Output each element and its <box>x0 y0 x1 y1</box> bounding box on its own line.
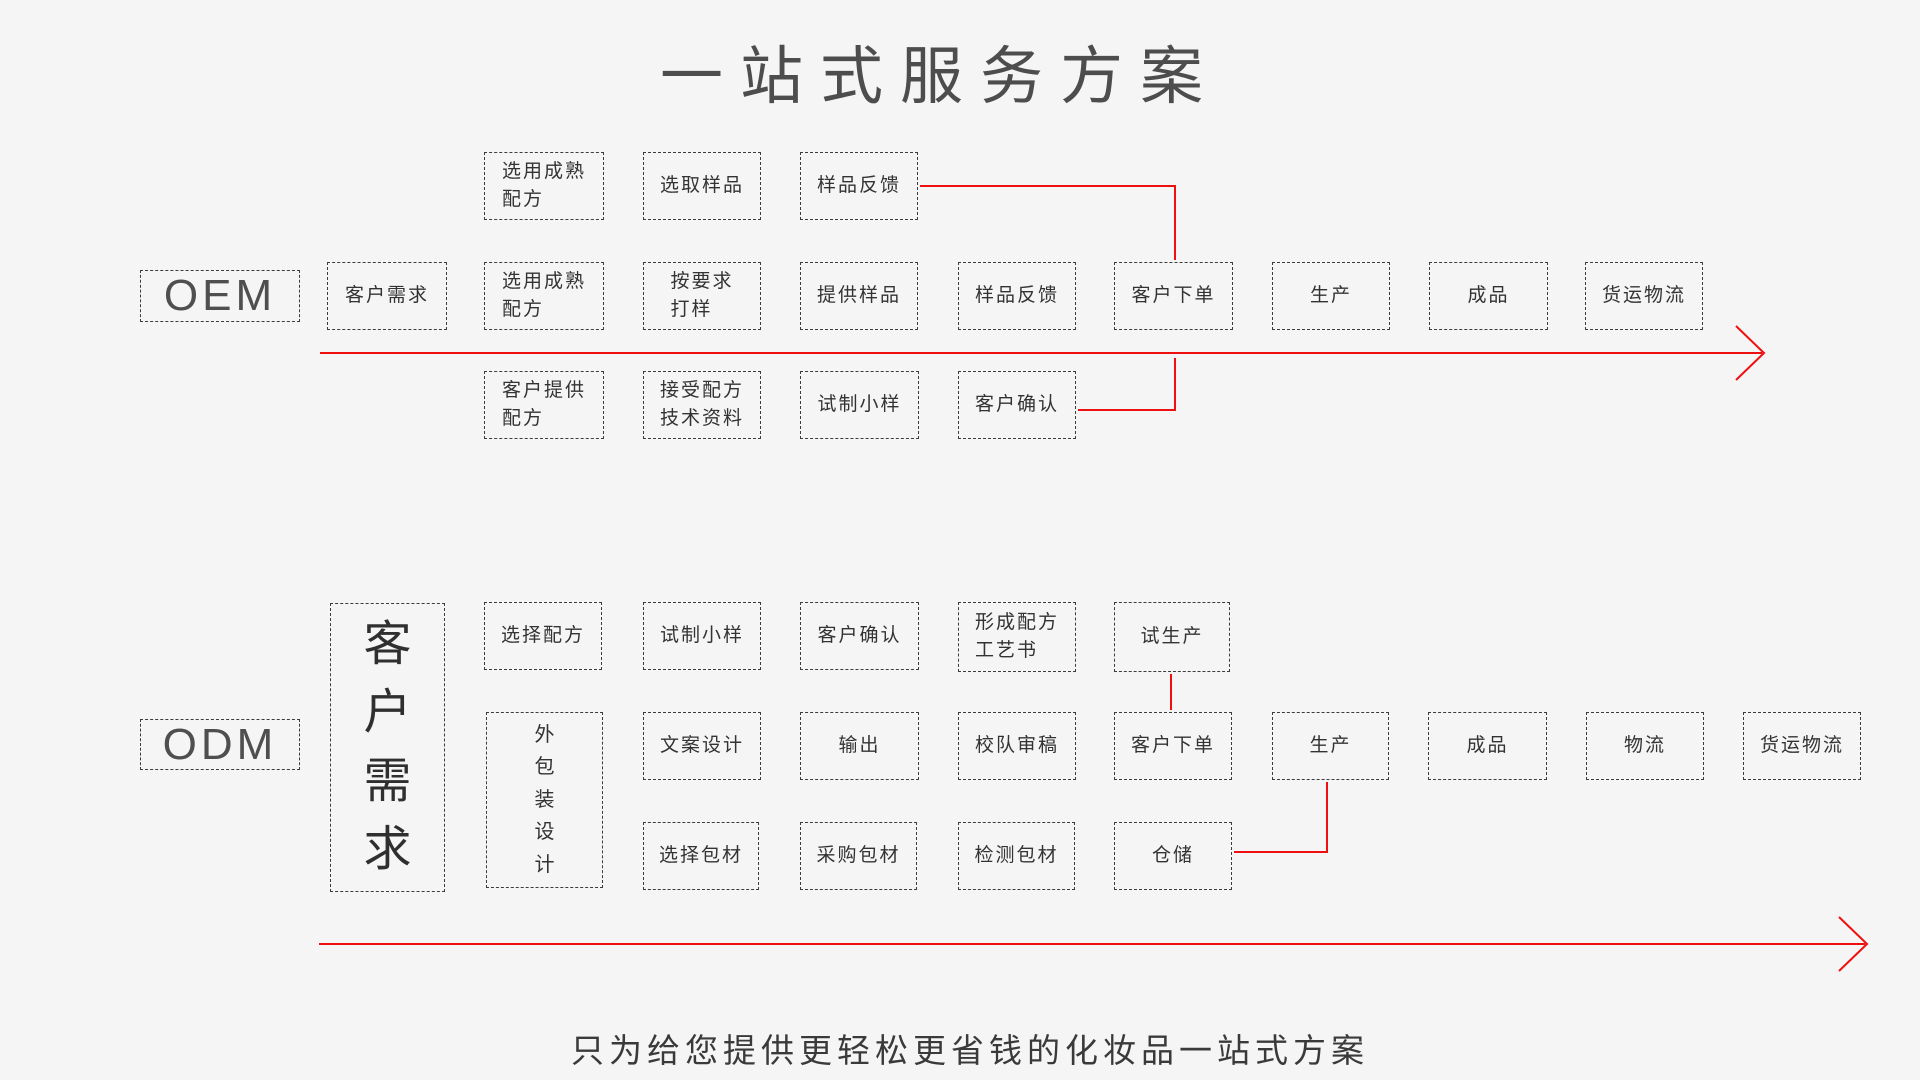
oem-step-customer-confirm: 客户确认 <box>958 371 1076 439</box>
odm-step-choose-formula: 选择配方 <box>484 602 602 670</box>
odm-warehouse-to-production-connector <box>1234 782 1328 853</box>
odm-step-customer-confirm: 客户确认 <box>800 602 919 670</box>
odm-step-warehouse: 仓储 <box>1114 822 1232 890</box>
oem-step-finished-product: 成品 <box>1429 262 1548 330</box>
page-title: 一站式服务方案 <box>660 42 1220 112</box>
oem-step-production: 生产 <box>1272 262 1390 330</box>
odm-step-production: 生产 <box>1272 712 1389 780</box>
odm-step-customer-order: 客户下单 <box>1114 712 1232 780</box>
oem-feedback-to-order-connector <box>920 185 1176 260</box>
oem-step-sample-feedback: 样品反馈 <box>958 262 1076 330</box>
odm-step-formula-process-book: 形成配方 工艺书 <box>958 602 1076 672</box>
oem-step-trial-sample: 试制小样 <box>800 371 919 439</box>
oem-step-freight-logistics: 货运物流 <box>1585 262 1703 330</box>
oem-step-pick-sample: 选取样品 <box>643 152 761 220</box>
oem-step-customer-needs: 客户需求 <box>327 262 447 330</box>
oem-step-customer-order: 客户下单 <box>1114 262 1233 330</box>
odm-step-outer-packaging-design: 外 包 装 设 计 <box>486 712 603 888</box>
oem-section-label: OEM <box>140 270 300 322</box>
oem-step-sampling-on-request: 按要求 打样 <box>643 262 761 330</box>
odm-step-purchase-packaging: 采购包材 <box>800 822 917 890</box>
oem-step-receive-formula-docs: 接受配方 技术资料 <box>643 371 761 439</box>
odm-step-output: 输出 <box>800 712 919 780</box>
odm-flow-arrow <box>319 916 1869 972</box>
odm-step-logistics: 物流 <box>1586 712 1704 780</box>
oem-step-sample-feedback-top: 样品反馈 <box>800 152 918 220</box>
odm-step-inspect-packaging: 检测包材 <box>958 822 1075 890</box>
odm-step-choose-packaging: 选择包材 <box>643 822 759 890</box>
odm-step-trial-sample: 试制小样 <box>643 602 761 670</box>
bottom-caption: 只为给您提供更轻松更省钱的化妆品一站式方案 <box>571 1032 1369 1069</box>
oem-step-mature-formula: 选用成熟 配方 <box>484 262 604 330</box>
odm-step-finished-product: 成品 <box>1428 712 1547 780</box>
odm-section-label: ODM <box>140 719 300 770</box>
oem-step-mature-formula-top: 选用成熟 配方 <box>484 152 604 220</box>
oem-step-customer-provides-formula: 客户提供 配方 <box>484 371 604 439</box>
odm-step-copywriting-design: 文案设计 <box>643 712 761 780</box>
odm-customer-needs-box: 客 户 需 求 <box>330 603 445 892</box>
oem-confirm-to-flow-connector <box>1078 358 1176 411</box>
oem-step-provide-sample: 提供样品 <box>800 262 918 330</box>
odm-step-proofread-review: 校队审稿 <box>958 712 1076 780</box>
odm-step-freight-logistics: 货运物流 <box>1743 712 1861 780</box>
odm-step-trial-production: 试生产 <box>1114 602 1230 672</box>
